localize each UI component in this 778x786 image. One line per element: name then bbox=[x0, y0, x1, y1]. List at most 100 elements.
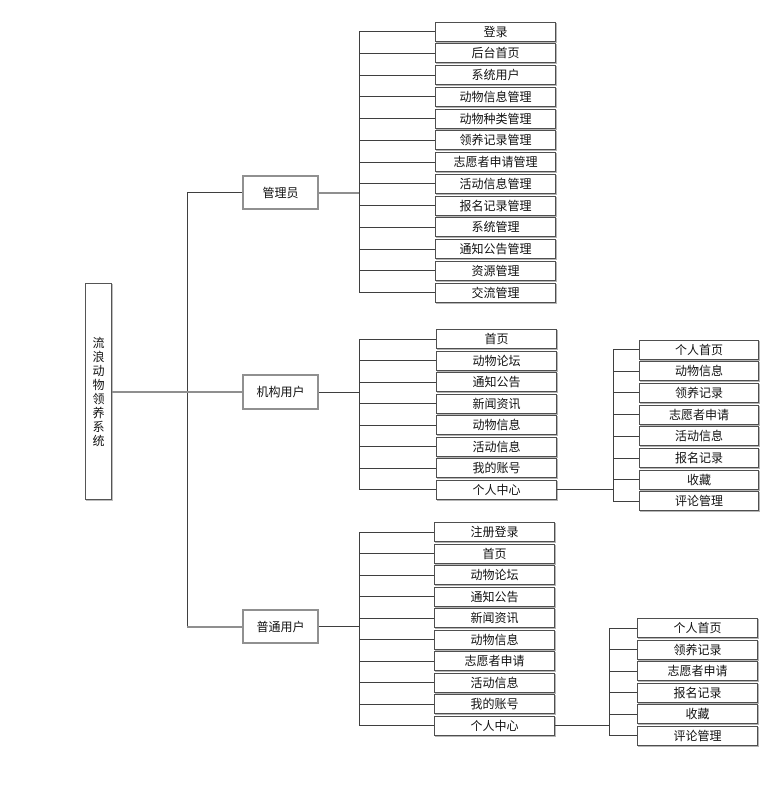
tree-node-label: 动物信息 bbox=[470, 632, 519, 647]
tree-node: 新闻资讯 bbox=[436, 393, 557, 414]
connector-line bbox=[359, 248, 435, 250]
connector-line bbox=[609, 627, 637, 629]
tree-node-label: 动物种类管理 bbox=[459, 111, 532, 126]
connector-line bbox=[359, 703, 434, 705]
tree-node-label: 动物信息 bbox=[674, 364, 723, 379]
tree-node: 交流管理 bbox=[435, 282, 556, 303]
root-node: 流浪动物领养系统 bbox=[85, 283, 112, 500]
connector-trunk bbox=[187, 192, 188, 627]
root-node-label-char: 系 bbox=[92, 419, 105, 434]
tree-node: 动物信息 bbox=[434, 629, 555, 650]
tree-node-label: 登录 bbox=[483, 24, 508, 39]
tree-node: 志愿者申请 bbox=[639, 404, 759, 425]
tree-node: 动物信息管理 bbox=[435, 86, 556, 107]
connector-line bbox=[359, 292, 435, 293]
connector-trunk bbox=[359, 532, 360, 726]
connector-line bbox=[359, 205, 435, 206]
connector-line bbox=[359, 725, 434, 726]
tree-node: 个人中心 bbox=[434, 715, 555, 736]
root-node-label-char: 养 bbox=[92, 405, 105, 420]
tree-node-label: 我的账号 bbox=[472, 461, 521, 476]
connector-line bbox=[609, 735, 637, 736]
tree-node: 后台首页 bbox=[435, 43, 556, 64]
connector-line bbox=[359, 31, 435, 32]
connector-line bbox=[609, 649, 637, 650]
tree-node: 报名记录 bbox=[637, 682, 758, 703]
connector-line bbox=[359, 360, 436, 362]
tree-node: 新闻资讯 bbox=[434, 608, 555, 628]
tree-node-label: 系统管理 bbox=[471, 220, 520, 235]
tree-node-label: 志愿者申请 bbox=[667, 664, 728, 678]
branch-node-normal-user: 普通用户 bbox=[242, 609, 319, 644]
tree-node: 评论管理 bbox=[637, 725, 758, 746]
connector-line bbox=[359, 489, 436, 491]
tree-node: 志愿者申请 bbox=[434, 651, 555, 671]
connector-line bbox=[609, 670, 637, 672]
connector-line bbox=[359, 531, 434, 533]
tree-node: 评论管理 bbox=[639, 491, 759, 512]
connector-line bbox=[613, 414, 639, 416]
tree-node: 动物信息 bbox=[639, 361, 759, 382]
tree-node-label: 注册登录 bbox=[470, 525, 519, 539]
connector-line bbox=[359, 74, 435, 76]
root-node-label-char: 统 bbox=[92, 433, 105, 448]
tree-node-label: 通知公告 bbox=[470, 589, 519, 604]
connector-line bbox=[609, 692, 637, 693]
tree-node-label: 首页 bbox=[482, 546, 507, 561]
tree-node-label: 志愿者申请 bbox=[464, 654, 525, 668]
tree-node: 志愿者申请管理 bbox=[435, 152, 556, 172]
tree-node: 资源管理 bbox=[435, 260, 556, 281]
tree-node: 动物论坛 bbox=[436, 350, 557, 371]
tree-node-label: 资源管理 bbox=[471, 263, 520, 278]
connector-trunk bbox=[359, 31, 360, 293]
root-connector-line bbox=[112, 390, 242, 393]
tree-node-label: 报名记录 bbox=[673, 685, 722, 700]
tree-node-label: 动物论坛 bbox=[470, 568, 519, 582]
tree-node-label: 后台首页 bbox=[471, 46, 520, 61]
tree-node: 通知公告 bbox=[434, 586, 555, 607]
root-node-label-char: 浪 bbox=[92, 349, 105, 364]
tree-node: 个人首页 bbox=[637, 618, 758, 638]
connector-trunk bbox=[359, 339, 360, 490]
connector-trunk bbox=[609, 628, 610, 736]
tree-node-label: 志愿者申请管理 bbox=[453, 155, 538, 169]
connector-line bbox=[613, 349, 639, 350]
tree-node: 系统管理 bbox=[435, 217, 556, 238]
tree-node-label: 领养记录 bbox=[673, 642, 722, 657]
root-node-label-char: 动 bbox=[92, 363, 105, 378]
root-node-label-char: 领 bbox=[92, 391, 105, 406]
tree-node: 活动信息管理 bbox=[435, 173, 556, 194]
tree-node-label: 个人首页 bbox=[674, 342, 723, 357]
tree-node: 动物种类管理 bbox=[435, 108, 556, 129]
tree-node: 领养记录管理 bbox=[435, 130, 556, 151]
tree-node: 我的账号 bbox=[436, 458, 557, 479]
tree-node: 动物信息 bbox=[436, 415, 557, 436]
connector-line bbox=[613, 500, 639, 502]
connector-line bbox=[613, 392, 639, 394]
connector-line bbox=[319, 391, 359, 393]
connector-line bbox=[613, 457, 639, 459]
tree-node: 报名记录管理 bbox=[435, 195, 556, 216]
tree-node: 活动信息 bbox=[639, 426, 759, 447]
tree-node: 我的账号 bbox=[434, 694, 555, 714]
connector-line bbox=[359, 338, 436, 340]
connector-line bbox=[359, 118, 435, 119]
connector-line bbox=[359, 424, 436, 426]
tree-node-label: 收藏 bbox=[686, 472, 711, 487]
tree-node-label: 系统用户 bbox=[471, 68, 520, 82]
tree-node-label: 活动信息 bbox=[470, 675, 519, 690]
tree-node: 通知公告 bbox=[436, 372, 557, 393]
root-node-label-char: 物 bbox=[92, 377, 105, 392]
tree-node: 通知公告管理 bbox=[435, 239, 556, 259]
tree-node-label: 首页 bbox=[484, 332, 509, 346]
tree-node: 首页 bbox=[434, 543, 555, 564]
connector-line bbox=[359, 381, 436, 383]
connector-line bbox=[359, 617, 434, 619]
tree-node: 注册登录 bbox=[434, 522, 555, 542]
connector-line bbox=[359, 270, 435, 272]
connector-line bbox=[359, 161, 435, 163]
tree-node-label: 志愿者申请 bbox=[668, 407, 729, 422]
tree-node-label: 我的账号 bbox=[470, 697, 519, 711]
connector-line bbox=[187, 625, 242, 628]
